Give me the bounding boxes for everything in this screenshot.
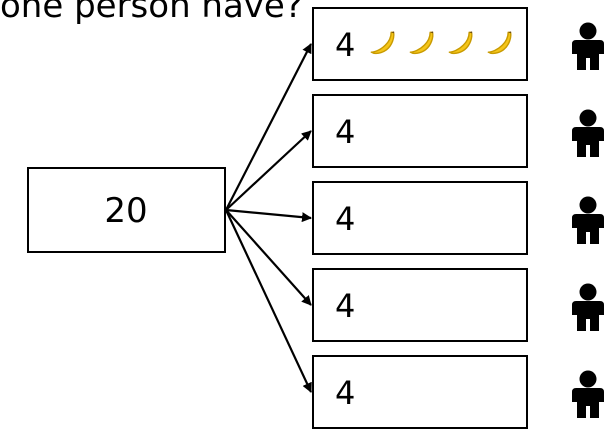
person-icon [572, 22, 604, 70]
share-label: 4 [335, 26, 355, 64]
question-text: one person have? [0, 0, 303, 26]
share-label: 4 [335, 113, 355, 151]
person-icon [572, 283, 604, 331]
share-arrow [225, 208, 312, 223]
share-label: 4 [335, 287, 355, 325]
total-box [27, 167, 226, 253]
share-boxes: 4 4 4 4 4 [312, 7, 528, 429]
share-box-outline [312, 7, 528, 81]
share-box-outline [312, 268, 528, 342]
share-label: 4 [335, 200, 355, 238]
share-arrow [225, 130, 312, 211]
share-box-4: 4 [312, 268, 528, 342]
share-arrow [225, 43, 312, 211]
share-box-3: 4 [312, 181, 528, 255]
share-box-outline [312, 181, 528, 255]
person-icon [572, 370, 604, 418]
person-icon [572, 109, 604, 157]
total-label: 20 [104, 191, 147, 231]
share-box-outline [312, 94, 528, 168]
share-arrow [225, 209, 312, 306]
person-icon [572, 196, 604, 244]
people-column [572, 22, 604, 418]
share-box-1: 4 [312, 7, 528, 81]
distribution-arrows [225, 43, 312, 393]
share-label: 4 [335, 374, 355, 412]
share-arrow [225, 209, 312, 393]
share-box-2: 4 [312, 94, 528, 168]
share-box-5: 4 [312, 355, 528, 429]
share-box-outline [312, 355, 528, 429]
